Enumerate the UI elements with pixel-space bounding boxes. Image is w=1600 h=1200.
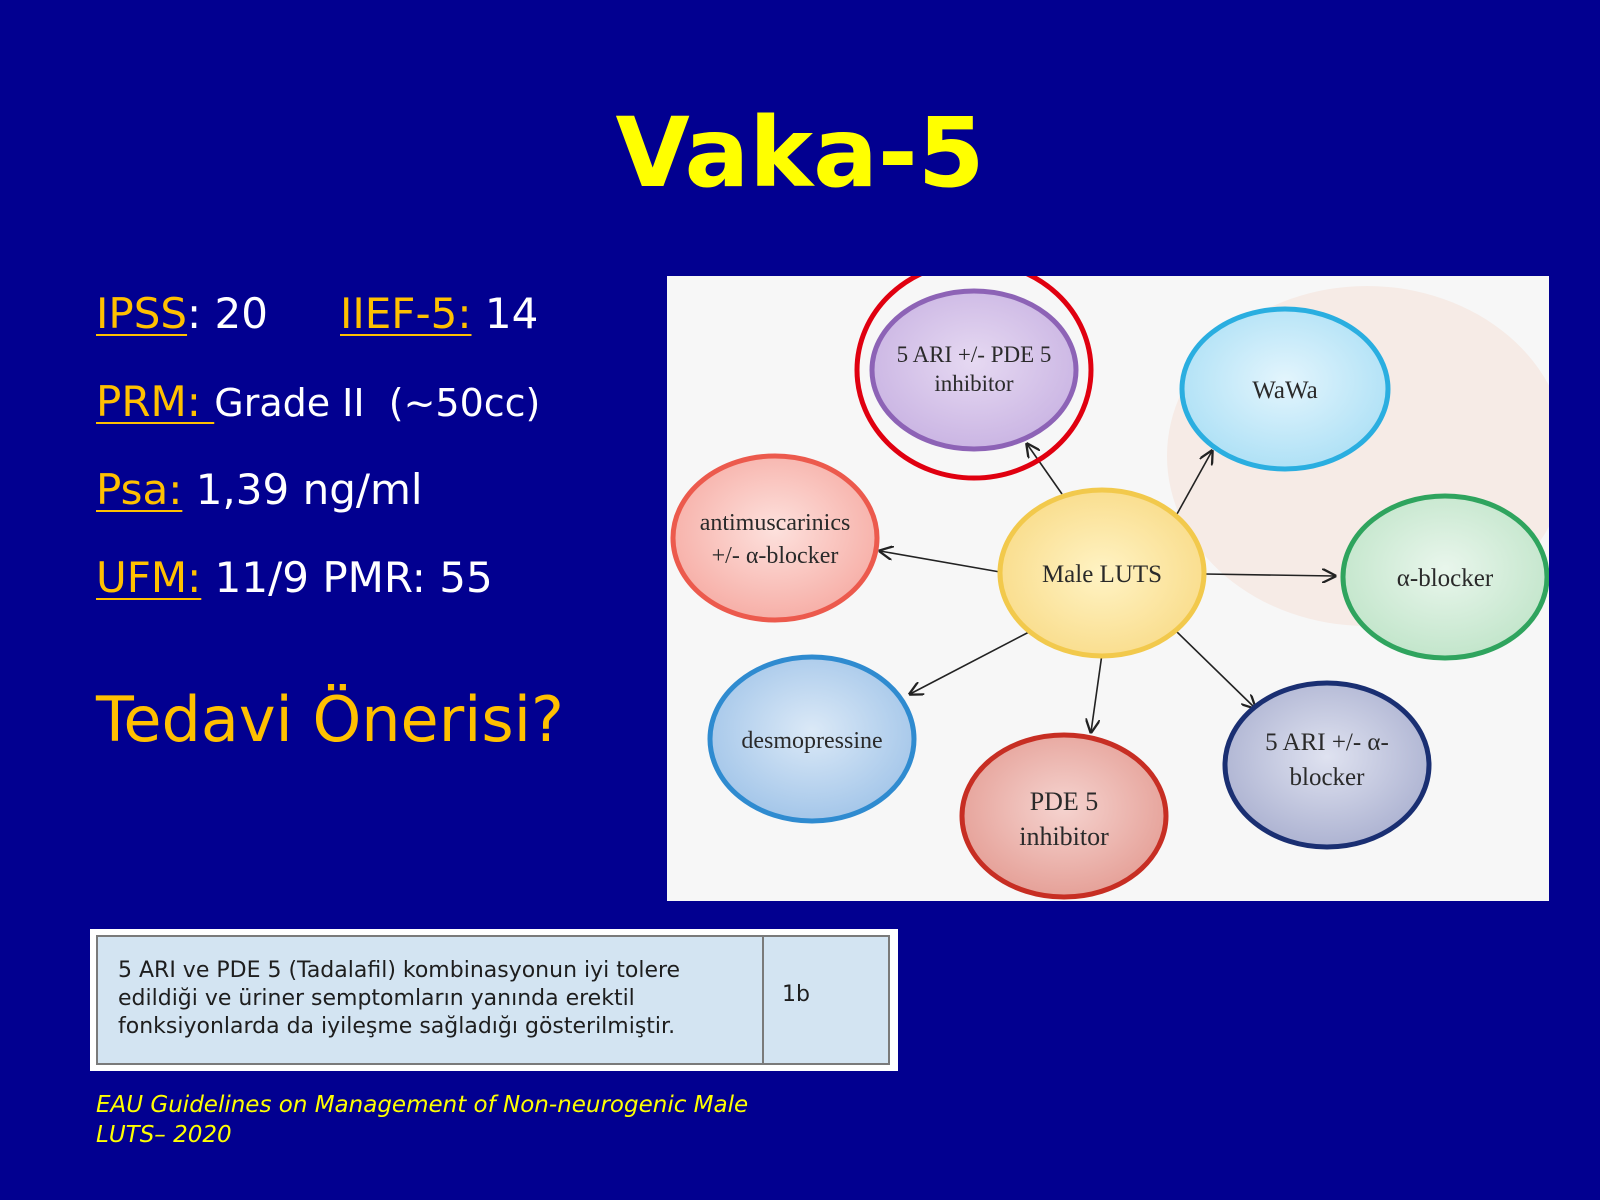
ipss-value: : 20 bbox=[187, 289, 268, 338]
ufm-value: 11/9 PMR: 55 bbox=[201, 553, 493, 602]
slide-title: Vaka-5 bbox=[615, 97, 985, 209]
iief-value: 14 bbox=[471, 289, 539, 338]
treatment-question: Tedavi Önerisi? bbox=[96, 683, 564, 756]
node-ari-alpha-line1: 5 ARI +/- α- bbox=[1265, 729, 1389, 756]
ufm-label: UFM: bbox=[96, 553, 202, 602]
node-male-luts-label: Male LUTS bbox=[1042, 561, 1162, 588]
psa-label: Psa: bbox=[96, 465, 183, 514]
arrow-to-ari-alpha bbox=[1176, 631, 1255, 708]
arrow-to-ari-pde bbox=[1027, 444, 1063, 495]
node-pde5 bbox=[959, 732, 1169, 900]
node-wawa bbox=[1179, 306, 1391, 472]
psa-line: Psa: 1,39 ng/ml bbox=[96, 464, 423, 516]
prm-value: Grade II (~50cc) bbox=[214, 381, 541, 425]
node-antimuscarinics-line2: +/- α-blocker bbox=[712, 543, 839, 569]
luts-treatment-diagram: 5 ARI +/- PDE 5 inhibitor WaWa antimusca… bbox=[667, 276, 1549, 901]
node-alpha-blocker-label: α-blocker bbox=[1397, 565, 1494, 592]
node-antimuscarinics-line1: antimuscarinics bbox=[700, 510, 851, 536]
ufm-line: UFM: 11/9 PMR: 55 bbox=[96, 552, 493, 604]
node-male-luts bbox=[997, 487, 1207, 659]
node-ari-pde5-line2: inhibitor bbox=[934, 371, 1014, 396]
node-desmopressine bbox=[707, 654, 917, 824]
prm-label: PRM: bbox=[96, 377, 215, 426]
node-ari-pde5 bbox=[869, 288, 1079, 452]
prm-line: PRM: Grade II (~50cc) bbox=[96, 376, 540, 429]
source-citation: EAU Guidelines on Management of Non-neur… bbox=[96, 1090, 856, 1150]
evidence-line-1: 5 ARI ve PDE 5 (Tadalafil) kombinasyonun… bbox=[118, 958, 681, 983]
evidence-row: 5 ARI ve PDE 5 (Tadalafil) kombinasyonun… bbox=[96, 935, 890, 1065]
arrow-to-pde5 bbox=[1091, 653, 1103, 732]
arrow-to-desmopressine bbox=[910, 631, 1030, 694]
arrow-to-wawa bbox=[1176, 451, 1212, 515]
node-ari-alpha-line2: blocker bbox=[1290, 764, 1366, 791]
node-alpha-blocker bbox=[1340, 493, 1549, 661]
source-line-2: LUTS– 2020 bbox=[96, 1122, 232, 1148]
node-pde5-line1: PDE 5 bbox=[1030, 787, 1099, 816]
node-ari-alpha bbox=[1222, 680, 1432, 850]
source-line-1: EAU Guidelines on Management of Non-neur… bbox=[96, 1092, 749, 1118]
arrow-to-alpha-blocker bbox=[1204, 574, 1335, 576]
ipss-label: IPSS bbox=[96, 289, 188, 338]
evidence-level: 1b bbox=[762, 937, 888, 1063]
evidence-line-2: edildiği ve üriner semptomların yanında … bbox=[118, 986, 635, 1011]
node-antimuscarinics bbox=[670, 453, 880, 623]
iief-label: IIEF-5: bbox=[340, 289, 472, 338]
node-desmopressine-label: desmopressine bbox=[741, 728, 882, 754]
node-wawa-label: WaWa bbox=[1252, 377, 1317, 404]
diagram-arrows bbox=[880, 444, 1335, 732]
evidence-table: 5 ARI ve PDE 5 (Tadalafil) kombinasyonun… bbox=[90, 929, 898, 1071]
arrow-to-antimuscarinics bbox=[880, 551, 1001, 573]
ipss-iief-line: IPSS: 20 IIEF-5: 14 bbox=[96, 288, 538, 340]
node-ari-pde5-line1: 5 ARI +/- PDE 5 bbox=[897, 342, 1052, 367]
highlight-ring bbox=[854, 276, 1094, 481]
psa-value: 1,39 ng/ml bbox=[182, 465, 423, 514]
evidence-statement: 5 ARI ve PDE 5 (Tadalafil) kombinasyonun… bbox=[98, 937, 762, 1063]
node-pde5-line2: inhibitor bbox=[1019, 822, 1109, 851]
evidence-line-3: fonksiyonlarda da iyileşme sağladığı gös… bbox=[118, 1014, 676, 1039]
